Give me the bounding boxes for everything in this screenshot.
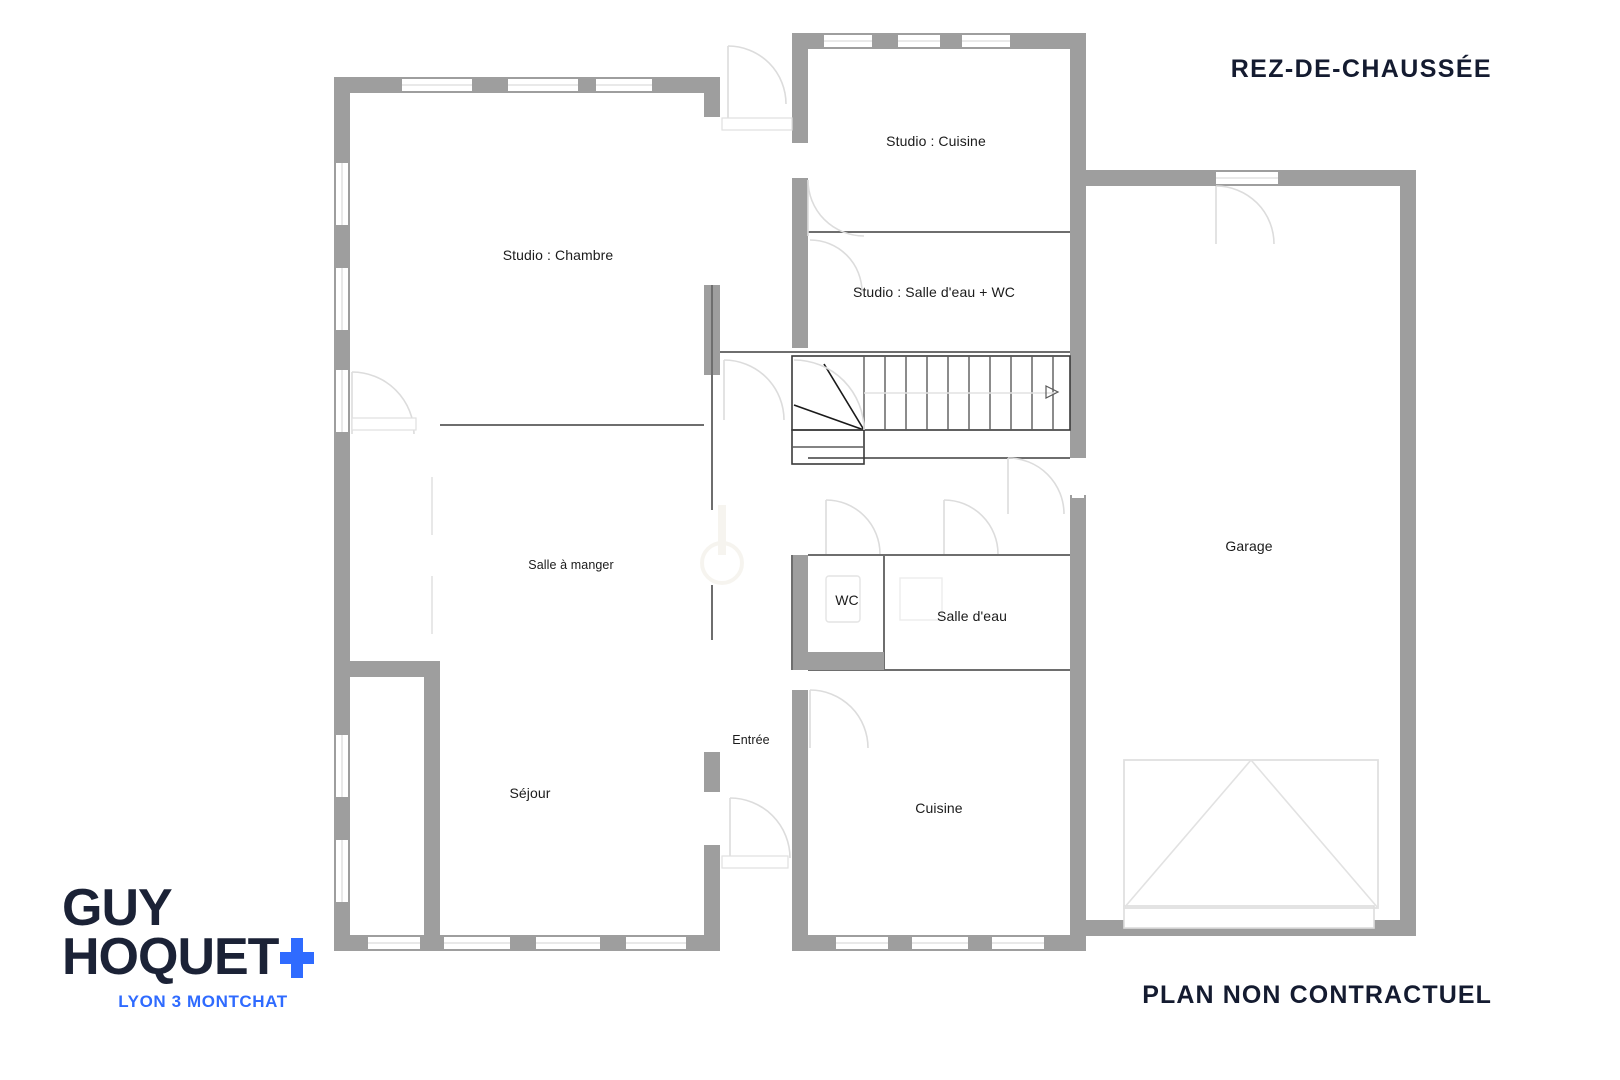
logo-tagline: LYON 3 MONTCHAT	[118, 992, 288, 1011]
room-label-wc: WC	[835, 592, 859, 608]
agency-logo: GUY HOQUET LYON 3 MONTCHAT	[62, 879, 322, 1012]
room-label-studio-chambre: Studio : Chambre	[502, 247, 614, 263]
plus-icon	[280, 937, 315, 978]
room-label-salle-a-manger: Salle à manger	[528, 558, 614, 572]
page-title: REZ-DE-CHAUSSÉE	[1230, 55, 1492, 83]
exterior-walls	[334, 33, 1416, 951]
fixtures	[825, 575, 943, 623]
interior-partitions	[440, 231, 1070, 671]
room-label-entree: Entrée	[732, 733, 770, 747]
logo-line-1: GUY	[62, 879, 173, 938]
room-label-studio-cuisine: Studio : Cuisine	[886, 133, 986, 149]
windows	[336, 35, 1375, 949]
garage-parking-symbol	[1123, 759, 1379, 909]
room-label-garage: Garage	[1225, 538, 1273, 554]
plan-disclaimer: PLAN NON CONTRACTUEL	[1142, 981, 1492, 1009]
room-label-salle-deau: Salle d'eau	[937, 608, 1007, 624]
logo-line-2: HOQUET	[62, 928, 279, 987]
staircase	[791, 355, 1071, 465]
watermark	[700, 505, 744, 585]
room-label-studio-salle-eau-wc: Studio : Salle d'eau + WC	[853, 284, 1015, 300]
room-label-sejour: Séjour	[509, 785, 551, 801]
room-label-cuisine: Cuisine	[915, 800, 963, 816]
logo-line-2-wrap: HOQUET	[62, 928, 322, 987]
door-swings	[351, 45, 1275, 869]
